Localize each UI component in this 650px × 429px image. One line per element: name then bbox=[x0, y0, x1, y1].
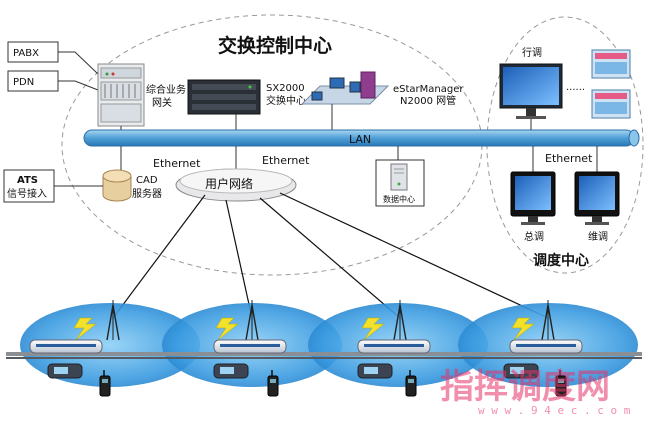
zongdiao-label: 总调 bbox=[524, 230, 544, 243]
train-icon-2 bbox=[213, 339, 287, 354]
base-station-icon-3 bbox=[361, 300, 407, 341]
lan-bus bbox=[83, 129, 640, 147]
handheld-radio-icon-1 bbox=[99, 370, 111, 397]
link-bs-4 bbox=[279, 192, 549, 319]
network-manager-icon bbox=[300, 71, 390, 105]
cad-label-line1: CAD bbox=[136, 175, 158, 186]
handheld-radio-icon-2 bbox=[267, 370, 279, 397]
small-panel-icon-top bbox=[591, 49, 631, 79]
ethernet-label-right: Ethernet bbox=[545, 152, 593, 165]
base-station-icon-4 bbox=[511, 300, 555, 341]
lan-label: LAN bbox=[349, 133, 371, 146]
weidiao-monitor-icon bbox=[574, 171, 620, 225]
pdn-link bbox=[58, 80, 99, 91]
handheld-radio-icon-3 bbox=[405, 370, 417, 397]
watermark-url: w w w . 9 4 e c . c o m bbox=[478, 404, 631, 417]
user-network-label: 用户网络 bbox=[205, 176, 253, 191]
control-center-title: 交换控制中心 bbox=[218, 34, 332, 57]
pabx-link bbox=[58, 51, 99, 75]
weidiao-label: 维调 bbox=[588, 230, 608, 243]
base-station-icon-2 bbox=[215, 300, 259, 341]
pabx-label: PABX bbox=[13, 48, 39, 59]
link-bs-3 bbox=[259, 197, 401, 319]
ellipsis-label: ...... bbox=[566, 82, 585, 93]
cad-label-line2: 服务器 bbox=[132, 187, 162, 200]
vehicle-radio-icon-2 bbox=[213, 363, 249, 379]
watermark-text: 指挥调度网 bbox=[440, 367, 610, 407]
train-icon-3 bbox=[357, 339, 431, 354]
link-bs-2 bbox=[225, 199, 253, 319]
base-station-icon-1 bbox=[73, 300, 120, 341]
datacenter-label: 数据中心 bbox=[383, 194, 415, 204]
ethernet-label-left: Ethernet bbox=[153, 157, 201, 170]
user-network-icon bbox=[175, 168, 297, 202]
gateway-label-line1: 综合业务 bbox=[146, 83, 186, 96]
gateway-label-line2: 网关 bbox=[152, 96, 172, 109]
railway-track bbox=[6, 352, 642, 356]
dispatch-center-title: 调度中心 bbox=[533, 252, 589, 269]
estar-label-line1: eStarManager bbox=[393, 84, 464, 95]
small-panel-icon-bottom bbox=[591, 89, 631, 119]
ats-label-line1: ATS bbox=[17, 175, 38, 186]
vehicle-radio-icon-3 bbox=[357, 363, 393, 379]
train-icon-4 bbox=[509, 339, 583, 354]
datacenter-server-icon bbox=[390, 163, 408, 191]
link-bs-1 bbox=[112, 194, 206, 319]
sx2000-label-line1: SX2000 bbox=[266, 83, 305, 94]
sx2000-switch-icon bbox=[187, 79, 261, 115]
estar-label-line2: N2000 网管 bbox=[400, 94, 456, 107]
sx2000-label-line2: 交换中心 bbox=[266, 94, 306, 107]
train-icon-1 bbox=[29, 339, 103, 354]
ats-label-line2: 信号接入 bbox=[7, 187, 47, 200]
cad-server-icon bbox=[102, 169, 132, 202]
ethernet-label-mid: Ethernet bbox=[262, 154, 310, 167]
xingdiao-workstation-icon bbox=[499, 63, 563, 119]
gateway-rack-icon bbox=[97, 63, 145, 127]
vehicle-radio-icon-4 bbox=[503, 363, 539, 379]
xingdiao-label: 行调 bbox=[522, 46, 542, 59]
handheld-radio-icon-4 bbox=[555, 370, 567, 397]
zongdiao-monitor-icon bbox=[510, 171, 556, 225]
pdn-label: PDN bbox=[13, 77, 34, 88]
vehicle-radio-icon-1 bbox=[47, 363, 83, 379]
railway-track-rail bbox=[6, 357, 642, 359]
